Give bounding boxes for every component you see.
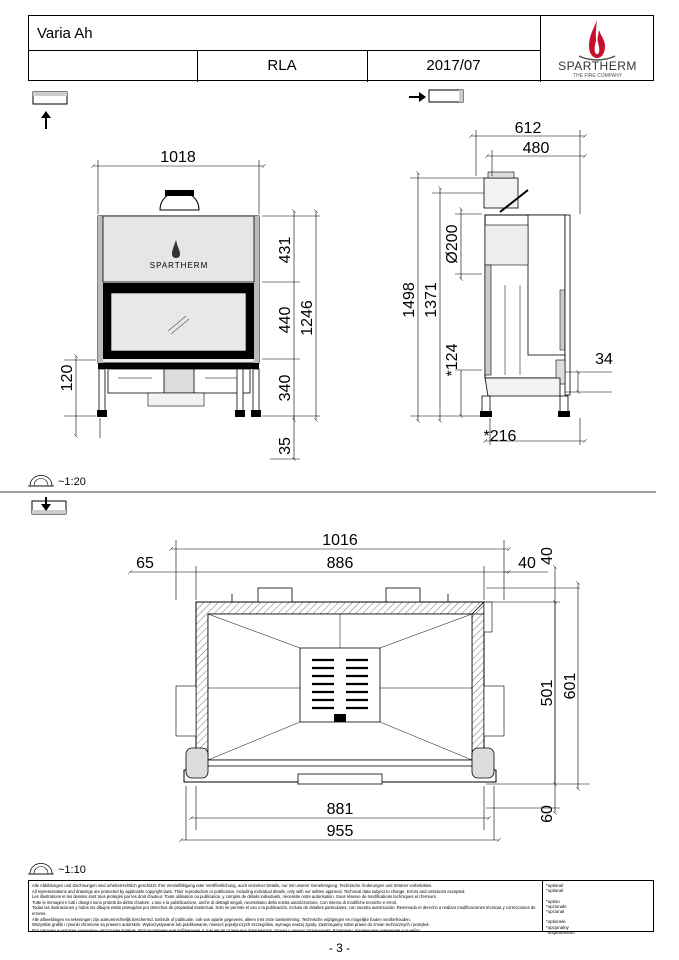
dim-front-total: 1246 [299,300,316,336]
dim-air-inlet-depth: *216 [484,428,517,445]
dim-plan-inner-width: 886 [327,555,354,572]
dim-side-depth: 612 [515,120,542,137]
product-name: Varia Ah [37,24,93,42]
dim-front-h2: 440 [277,307,294,334]
dim-front-left: 120 [59,365,76,392]
dim-plan-width: 1016 [322,532,358,549]
dim-flue-diameter: Ø200 [444,224,461,263]
scale-icon-bottom [28,863,54,875]
dim-front-width: 1018 [160,149,196,166]
flame-icon [578,20,616,61]
front-view: SPARTHERM [97,190,261,417]
dim-plan-top: 40 [539,547,556,565]
page-number: - 3 - [328,941,351,955]
scale-icon [28,475,54,487]
dim-air-inlet-height: *124 [444,343,461,376]
side-dimension-labels: 612 480 1498 1371 Ø200 *124 34 *216 [401,120,613,445]
view-side-arrow-icon [409,89,464,103]
view-top-arrow-icon [32,91,68,129]
title-block: Varia Ah RLA 2017/07 SPARTHERM THE FIRE … [28,15,654,82]
front-dimension-labels: 1018 431 440 340 1246 35 120 [59,149,316,455]
scale-label-top: ~1:20 [58,476,86,488]
dim-plan-depth-outer: 601 [562,673,579,700]
dim-front-h3: 340 [277,375,294,402]
dim-plan-right: 40 [518,555,536,572]
revision-date: 2017/07 [426,57,481,74]
model-name: RLA [267,57,297,74]
brand-logo: SPARTHERM THE FIRE COMPANY [541,16,654,82]
dim-side-collar-depth: 480 [523,140,550,157]
side-dimensions [410,130,612,445]
dim-front-h1: 431 [277,237,294,264]
scale-label-bottom: ~1:10 [58,864,86,876]
brand-name: SPARTHERM [558,59,637,73]
front-dimensions [64,160,320,459]
plan-dimension-labels: 1016 886 65 40 40 501 601 881 955 60 [136,532,579,840]
dim-rear-offset: 34 [595,351,613,368]
dim-plan-front: 60 [539,805,556,823]
optional-notes: *optional *optional *option *opzionale *… [546,883,575,935]
dim-plan-depth-inner: 501 [539,680,556,707]
brand-tagline: THE FIRE COMPANY [572,73,623,79]
dim-plan-left: 65 [136,555,154,572]
dim-side-total: 1498 [401,282,418,318]
plan-view [175,587,505,785]
plan-dimensions [130,540,590,840]
dim-plan-opening: 881 [327,801,354,818]
dim-front-foot: 35 [277,437,294,455]
dim-side-collar-height: 1371 [423,282,440,318]
view-plan-arrow-icon [31,497,67,515]
copyright-disclaimer: Alle Abbildungen und Zeichnungen sind ur… [32,883,536,931]
footer-box: Alle Abbildungen und Zeichnungen sind ur… [28,880,654,935]
dim-plan-base: 955 [327,823,354,840]
side-view [480,171,571,417]
nameplate-label: SPARTHERM [150,261,209,270]
